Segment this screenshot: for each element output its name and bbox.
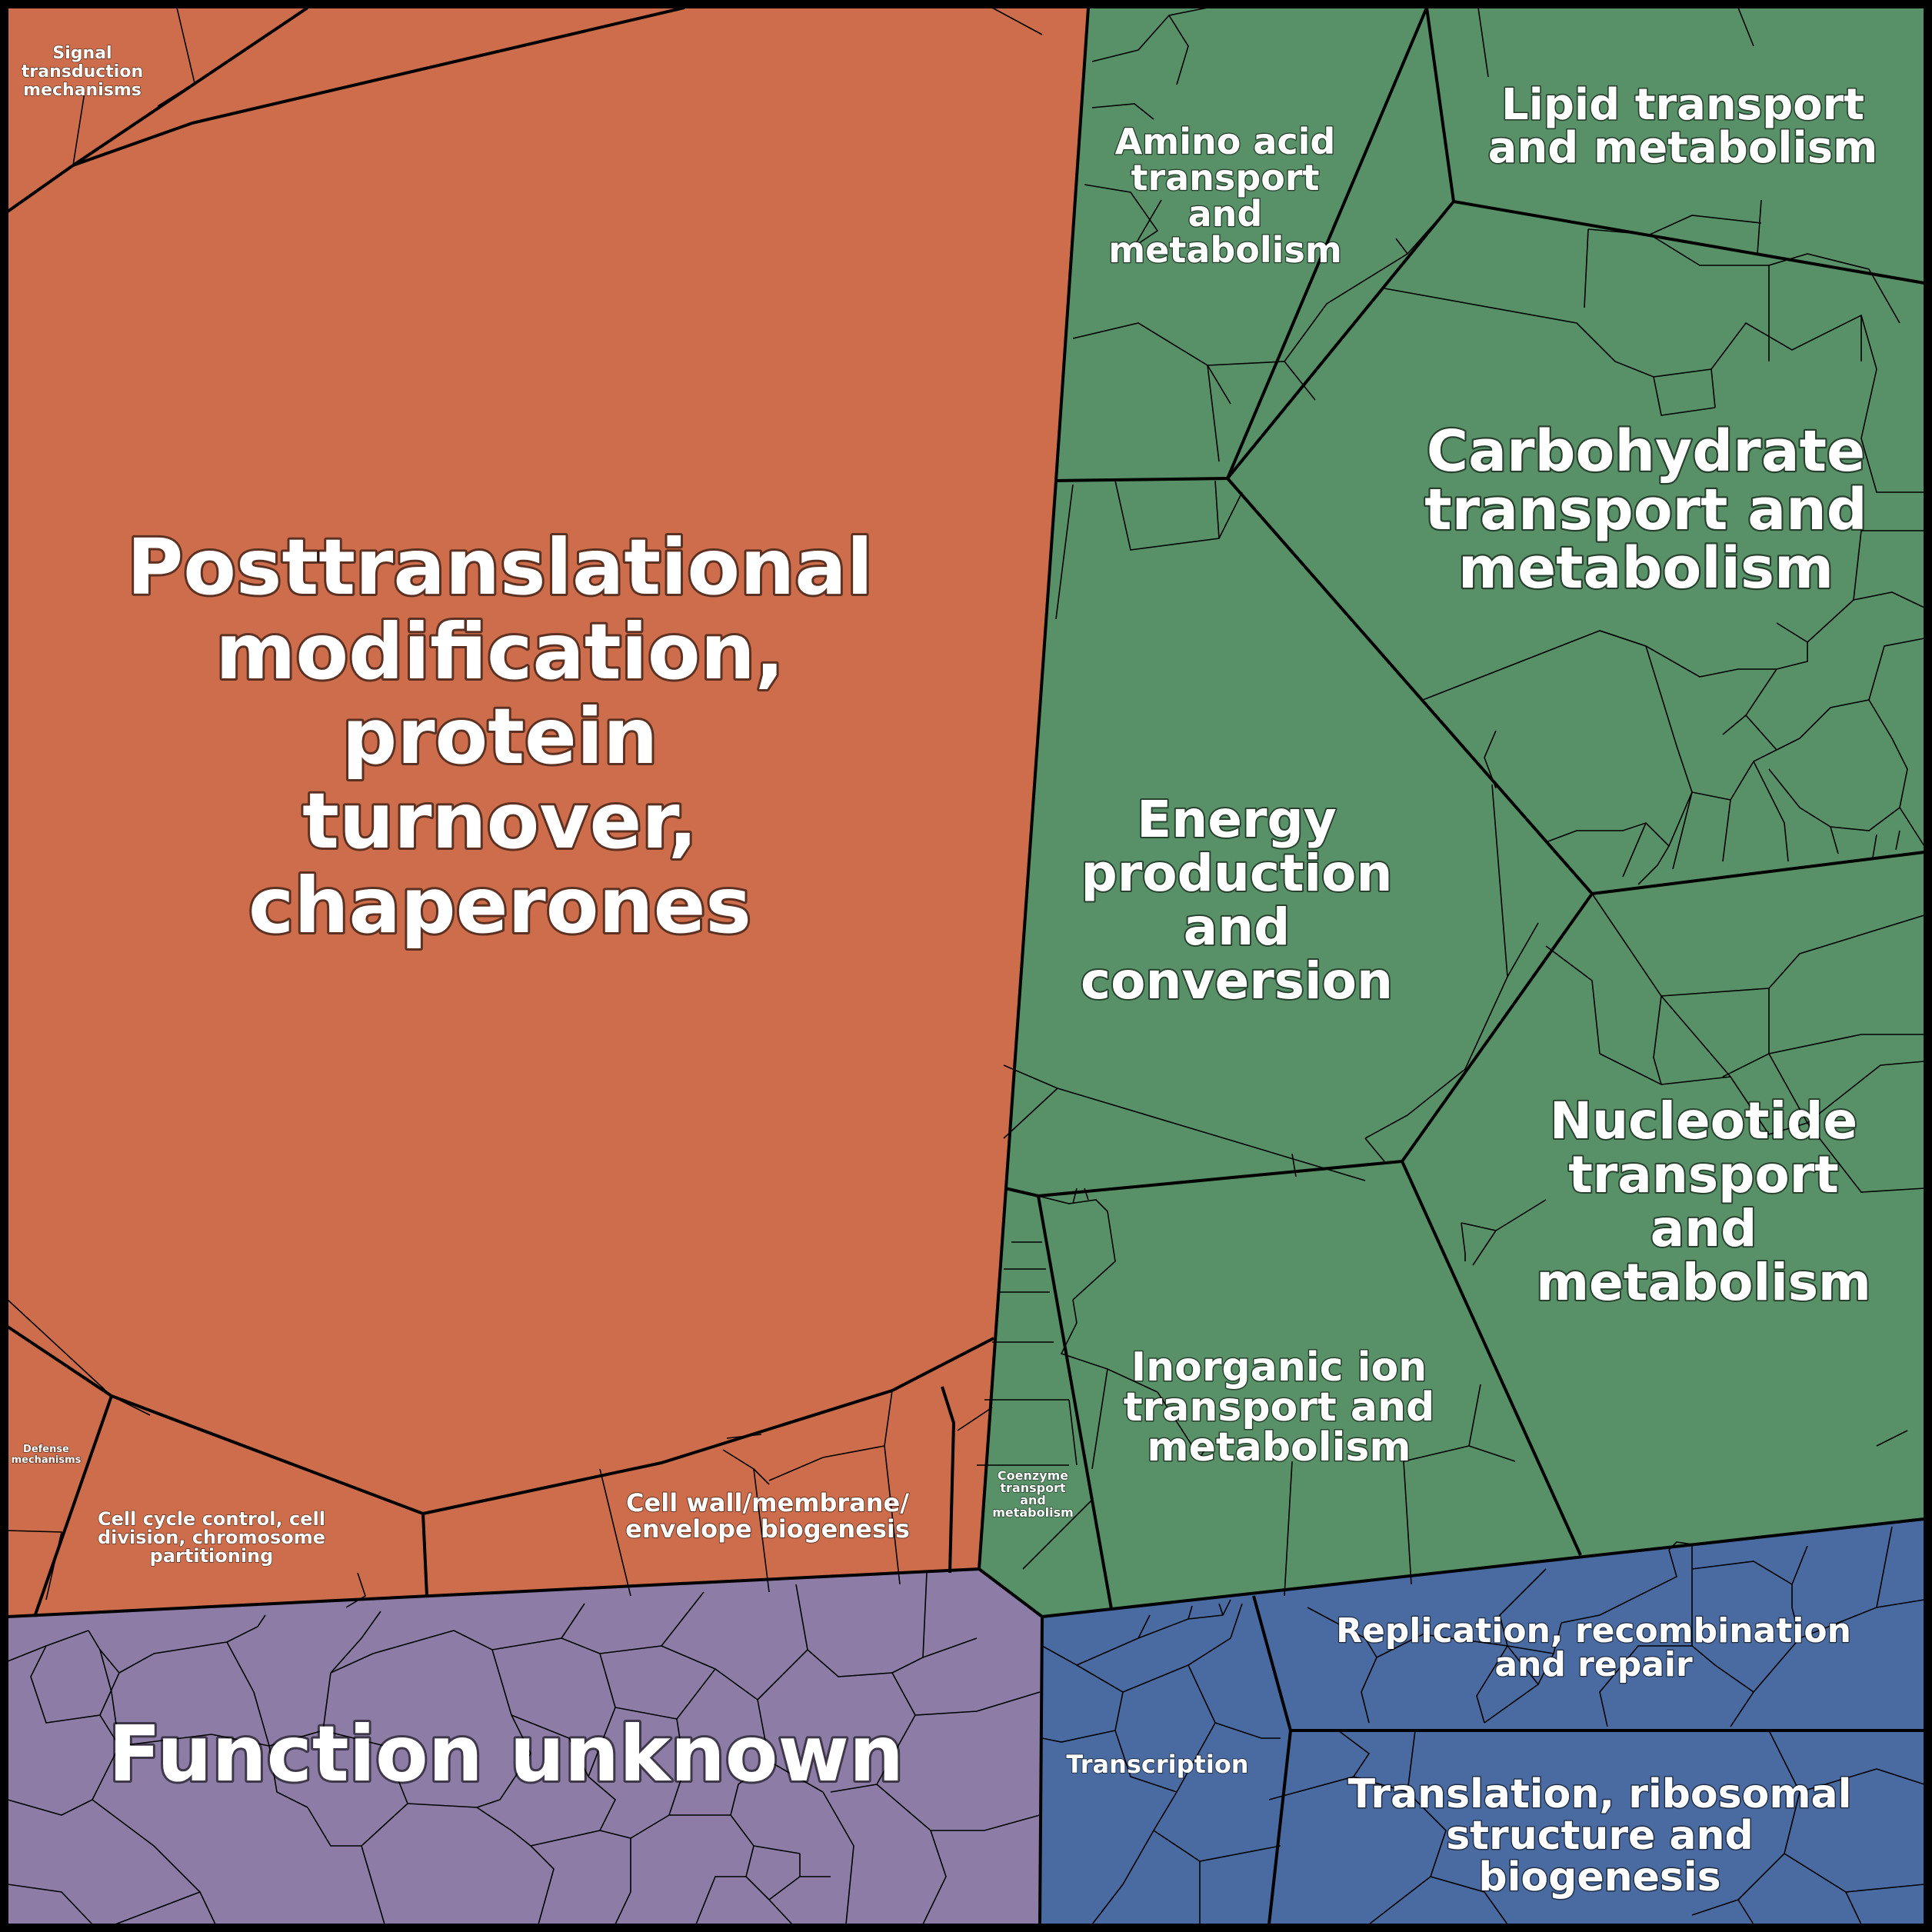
label-line: Energy bbox=[1137, 790, 1337, 849]
label-line: Transcription bbox=[1066, 1750, 1248, 1779]
label-line: protein bbox=[342, 691, 658, 781]
label-line: metabolism bbox=[1458, 535, 1834, 601]
label-line: and bbox=[1184, 898, 1291, 957]
label-line: transport and bbox=[1424, 477, 1867, 543]
label-line: metabolism bbox=[1108, 229, 1342, 271]
label-line: modification, bbox=[215, 607, 784, 697]
label-line: biogenesis bbox=[1478, 1854, 1720, 1900]
label-line: Nucleotide bbox=[1550, 1091, 1857, 1151]
label-line: and bbox=[1651, 1199, 1757, 1258]
label-line: mechanisms bbox=[12, 1454, 82, 1466]
label-function: Function unknown bbox=[108, 1709, 904, 1799]
label-line: mechanisms bbox=[23, 81, 142, 100]
label-line: and repair bbox=[1494, 1645, 1693, 1684]
label-line: structure and bbox=[1446, 1813, 1754, 1859]
label-line: transport bbox=[1000, 1481, 1066, 1495]
label-line: production bbox=[1081, 844, 1393, 903]
label-line: metabolism bbox=[1147, 1424, 1411, 1471]
label-line: transport bbox=[1131, 157, 1319, 198]
label-line: partitioning bbox=[150, 1545, 274, 1567]
region-purple bbox=[8, 1569, 1042, 1924]
label-line: chaperones bbox=[248, 861, 751, 951]
label-transcription: Transcription bbox=[1066, 1750, 1248, 1779]
label-line: Lipid transport bbox=[1501, 80, 1864, 130]
label-line: and metabolism bbox=[1488, 123, 1878, 173]
label-line: Defense bbox=[23, 1444, 69, 1455]
label-line: Translation, ribosomal bbox=[1348, 1771, 1852, 1817]
label-line: Inorganic ion bbox=[1131, 1344, 1427, 1391]
label-line: Coenzyme bbox=[998, 1468, 1068, 1483]
label-line: Cell wall/membrane/ bbox=[626, 1488, 909, 1517]
label-line: transduction bbox=[22, 62, 143, 82]
label-line: metabolism bbox=[1536, 1253, 1871, 1312]
region-green bbox=[979, 8, 1924, 1617]
subcell-borders bbox=[7, 7, 1925, 1925]
label-line: Signal bbox=[52, 44, 112, 63]
label-line: turnover, bbox=[302, 776, 698, 866]
label-line: and bbox=[1020, 1493, 1046, 1507]
label-line: Function unknown bbox=[108, 1709, 904, 1799]
region-orange bbox=[8, 8, 1088, 1617]
label-line: metabolism bbox=[992, 1505, 1074, 1520]
label-line: Posttranslational bbox=[127, 522, 873, 612]
label-line: transport and bbox=[1124, 1384, 1434, 1431]
label-cellwall: Cell wall/membrane/envelope biogenesis bbox=[625, 1488, 910, 1544]
label-line: Amino acid bbox=[1115, 121, 1336, 162]
label-line: Carbohydrate bbox=[1427, 418, 1865, 485]
label-line: Replication, recombination bbox=[1336, 1611, 1851, 1651]
label-line: and bbox=[1188, 193, 1263, 235]
label-line: conversion bbox=[1081, 951, 1393, 1011]
label-line: transport bbox=[1568, 1145, 1839, 1204]
label-line: Cell cycle control, cell bbox=[98, 1508, 325, 1530]
label-line: envelope biogenesis bbox=[625, 1514, 910, 1544]
label-line: division, chromosome bbox=[98, 1527, 325, 1548]
